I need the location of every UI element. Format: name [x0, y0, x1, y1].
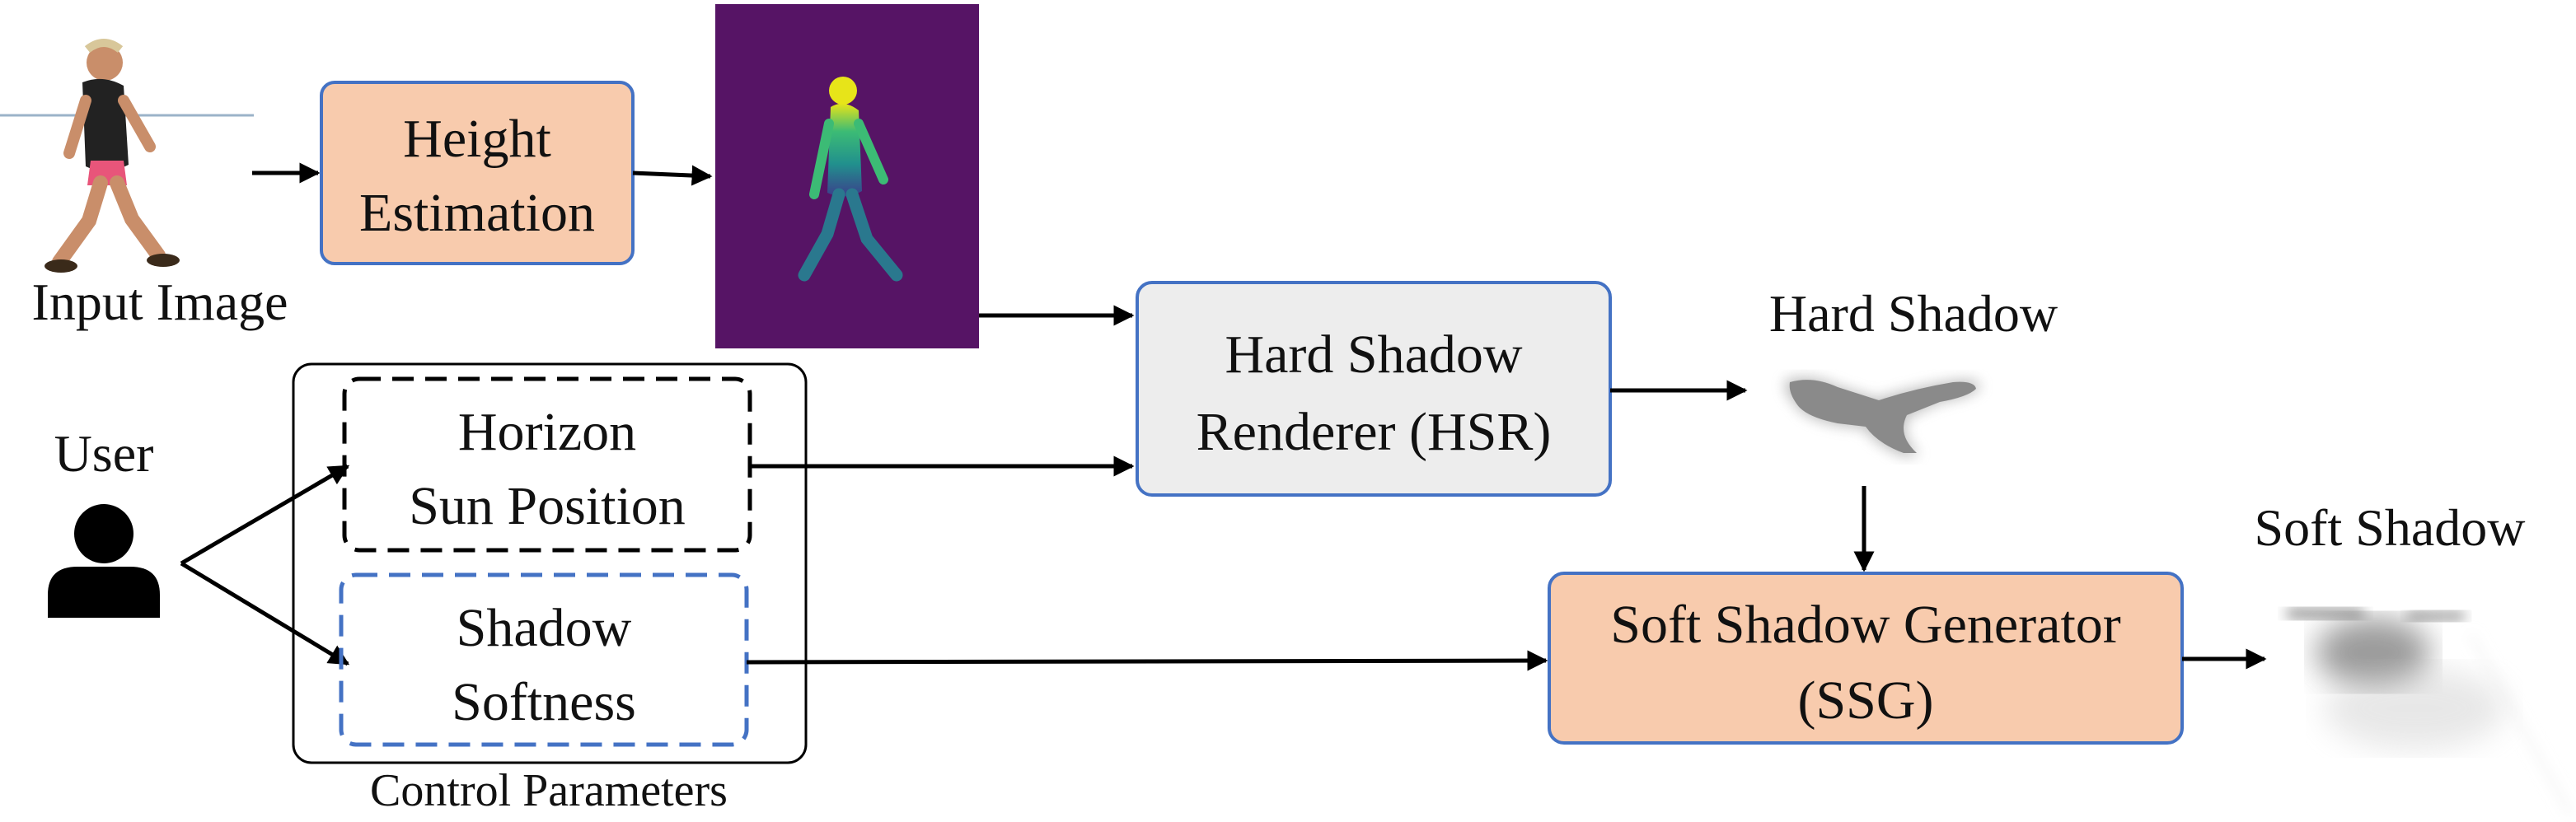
hard-shadow-image: [1784, 377, 1981, 456]
hsr-line2: Renderer (HSR): [1197, 402, 1552, 462]
soft-shadow-label: Soft Shadow: [2255, 498, 2526, 557]
height-estimation-line1: Height: [403, 109, 551, 169]
shadow-softness-box: Shadow Softness: [339, 572, 749, 747]
user-label: User: [54, 424, 154, 483]
height-estimation-box: Height Estimation: [320, 81, 635, 265]
ssg-box: Soft Shadow Generator (SSG): [1548, 572, 2184, 745]
softness-line2: Softness: [452, 672, 636, 732]
hsr-box: Hard Shadow Renderer (HSR): [1136, 281, 1612, 497]
arrow-height-to-map: [632, 165, 713, 186]
horizon-line1: Horizon: [458, 402, 636, 462]
soft-shadow-image: [2286, 608, 2573, 816]
horizon-line2: Sun Position: [409, 476, 686, 536]
arrow-user-to-softness: [180, 561, 350, 666]
control-parameters-label: Control Parameters: [370, 765, 728, 816]
control-parameters-box: [292, 362, 808, 764]
horizon-sun-box: Horizon Sun Position: [342, 376, 752, 553]
arrow-user-to-horizon: [180, 464, 350, 566]
user-icon: [48, 504, 160, 618]
ssg-line1: Soft Shadow Generator: [1610, 595, 2121, 655]
softness-line1: Shadow: [457, 598, 632, 658]
height-map-image: [715, 4, 979, 348]
hsr-line1: Hard Shadow: [1225, 325, 1522, 385]
height-estimation-line2: Estimation: [359, 183, 595, 243]
input-image-label: Input Image: [32, 273, 288, 331]
input-image: [0, 39, 254, 273]
ssg-line2: (SSG): [1797, 670, 1933, 731]
arrow-softness-to-ssg: [746, 650, 1548, 671]
hard-shadow-label: Hard Shadow: [1769, 284, 2058, 343]
